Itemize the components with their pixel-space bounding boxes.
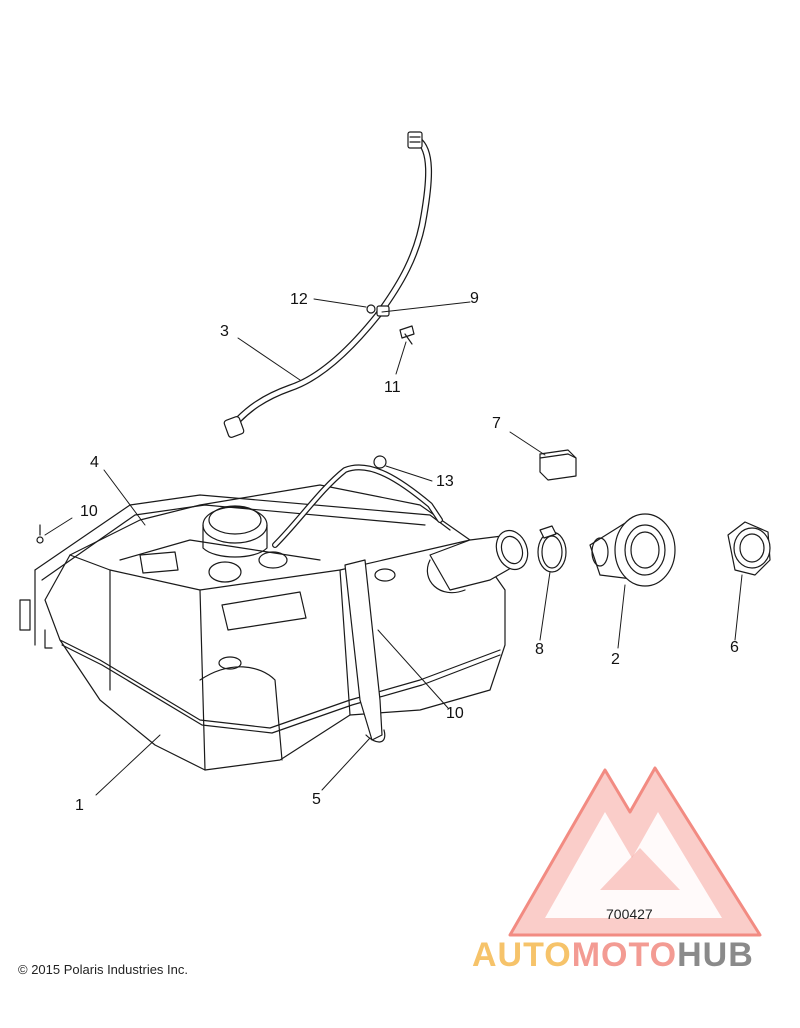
hose-clamp — [537, 525, 567, 573]
watermark-part-2: MOTO — [571, 936, 678, 974]
callout-2: 2 — [611, 651, 620, 668]
callout-10-right: 10 — [446, 705, 464, 722]
watermark-part-1: AUTO — [472, 936, 572, 974]
vent-hose — [223, 131, 433, 438]
fuel-cap — [727, 521, 771, 576]
callout-13: 13 — [436, 473, 454, 490]
watermark-brand: AUTOMOTOHUB — [472, 936, 754, 975]
callout-6: 6 — [730, 639, 739, 656]
fuel-tank — [19, 484, 506, 771]
callout-1: 1 — [75, 797, 84, 814]
watermark-part-3: HUB — [677, 936, 754, 974]
tank-strap — [344, 559, 386, 743]
copyright-notice: © 2015 Polaris Industries Inc. — [18, 962, 188, 977]
filler-adapter — [589, 513, 676, 587]
callout-4: 4 — [90, 454, 99, 471]
callout-11: 11 — [384, 379, 401, 396]
callout-12: 12 — [290, 291, 308, 308]
callout-7: 7 — [492, 415, 501, 432]
diagram-id: 700427 — [606, 906, 653, 922]
callout-5: 5 — [312, 791, 321, 808]
filler-neck — [426, 529, 529, 594]
watermark-logo-icon — [508, 766, 762, 937]
callout-8: 8 — [535, 641, 544, 658]
callout-10-left: 10 — [80, 503, 98, 520]
callout-3: 3 — [220, 323, 229, 340]
callout-9: 9 — [470, 290, 479, 307]
leader-lines — [44, 298, 743, 796]
